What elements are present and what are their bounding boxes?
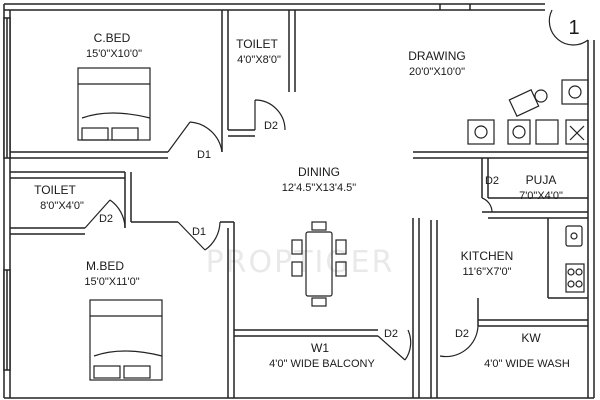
room-size: 4'0" WIDE WASH	[484, 358, 570, 370]
door-tag: D2	[99, 213, 113, 225]
room-kitchen: KITCHEN 11'6"X7'0"	[461, 249, 514, 278]
room-name: M.BED	[86, 259, 124, 273]
room-name: W1	[311, 341, 329, 355]
door-tag: D2	[384, 328, 398, 340]
room-size: 4'0" WIDE BALCONY	[269, 358, 375, 370]
room-drawing: DRAWING 20'0"X10'0"	[408, 49, 466, 78]
room-size: 11'6"X7'0"	[462, 266, 511, 278]
room-name: KW	[521, 331, 541, 345]
room-balcony: W1 4'0" WIDE BALCONY	[269, 341, 375, 370]
room-mbed: M.BED 15'0"X11'0"	[84, 259, 139, 288]
door-swing-toilet-left	[84, 199, 126, 229]
room-name: C.BED	[94, 31, 131, 45]
sofa-set-icon	[467, 79, 589, 145]
room-name: DRAWING	[408, 49, 466, 63]
room-name: TOILET	[34, 183, 76, 197]
door-swing-puja	[481, 197, 493, 213]
door-swings	[84, 99, 493, 361]
room-dining: DINING 12'4.5"X13'4.5"	[282, 165, 356, 194]
room-toilet-left: TOILET 8'0"X4'0"	[34, 183, 84, 212]
walls	[3, 3, 595, 399]
room-size: 7'0"X4'0"	[519, 190, 563, 202]
room-size: 12'4.5"X13'4.5"	[282, 182, 356, 194]
room-name: TOILET	[236, 37, 278, 51]
door-swing-toilet-top	[254, 99, 286, 131]
door-tag: D1	[197, 149, 211, 161]
kitchen-fixtures-icon	[565, 225, 585, 293]
plan-number: 1	[568, 17, 579, 39]
room-size: 15'0"X11'0"	[84, 276, 139, 288]
room-puja: PUJA 7'0"X4'0"	[519, 173, 563, 202]
room-size: 15'0"X10'0"	[86, 48, 142, 60]
room-size: 20'0"X10'0"	[409, 66, 465, 78]
room-size: 4'0"X8'0"	[237, 54, 281, 66]
door-swing-balcony	[377, 329, 412, 361]
room-cbed: C.BED 15'0"X10'0"	[86, 31, 142, 60]
room-name: PUJA	[526, 173, 557, 187]
door-swing-cbed	[167, 121, 223, 153]
bed-icon	[77, 67, 151, 141]
door-tags: D2 D1 D2 D1 D2 D2 D2	[99, 120, 499, 340]
dining-table-icon	[291, 221, 347, 307]
door-swing-wash	[439, 325, 479, 358]
room-name: KITCHEN	[461, 249, 514, 263]
room-toilet-top: TOILET 4'0"X8'0"	[236, 37, 281, 66]
bed-icon	[89, 299, 163, 381]
room-name: DINING	[298, 165, 340, 179]
door-tag: D1	[192, 226, 206, 238]
room-wash: KW 4'0" WIDE WASH	[484, 331, 570, 370]
door-swing-mbed	[177, 221, 221, 251]
plan-number-badge: 1	[548, 9, 589, 46]
door-tag: D2	[264, 120, 278, 132]
room-size: 8'0"X4'0"	[40, 200, 84, 212]
door-tag: D2	[455, 328, 469, 340]
door-tag: D2	[485, 175, 499, 187]
